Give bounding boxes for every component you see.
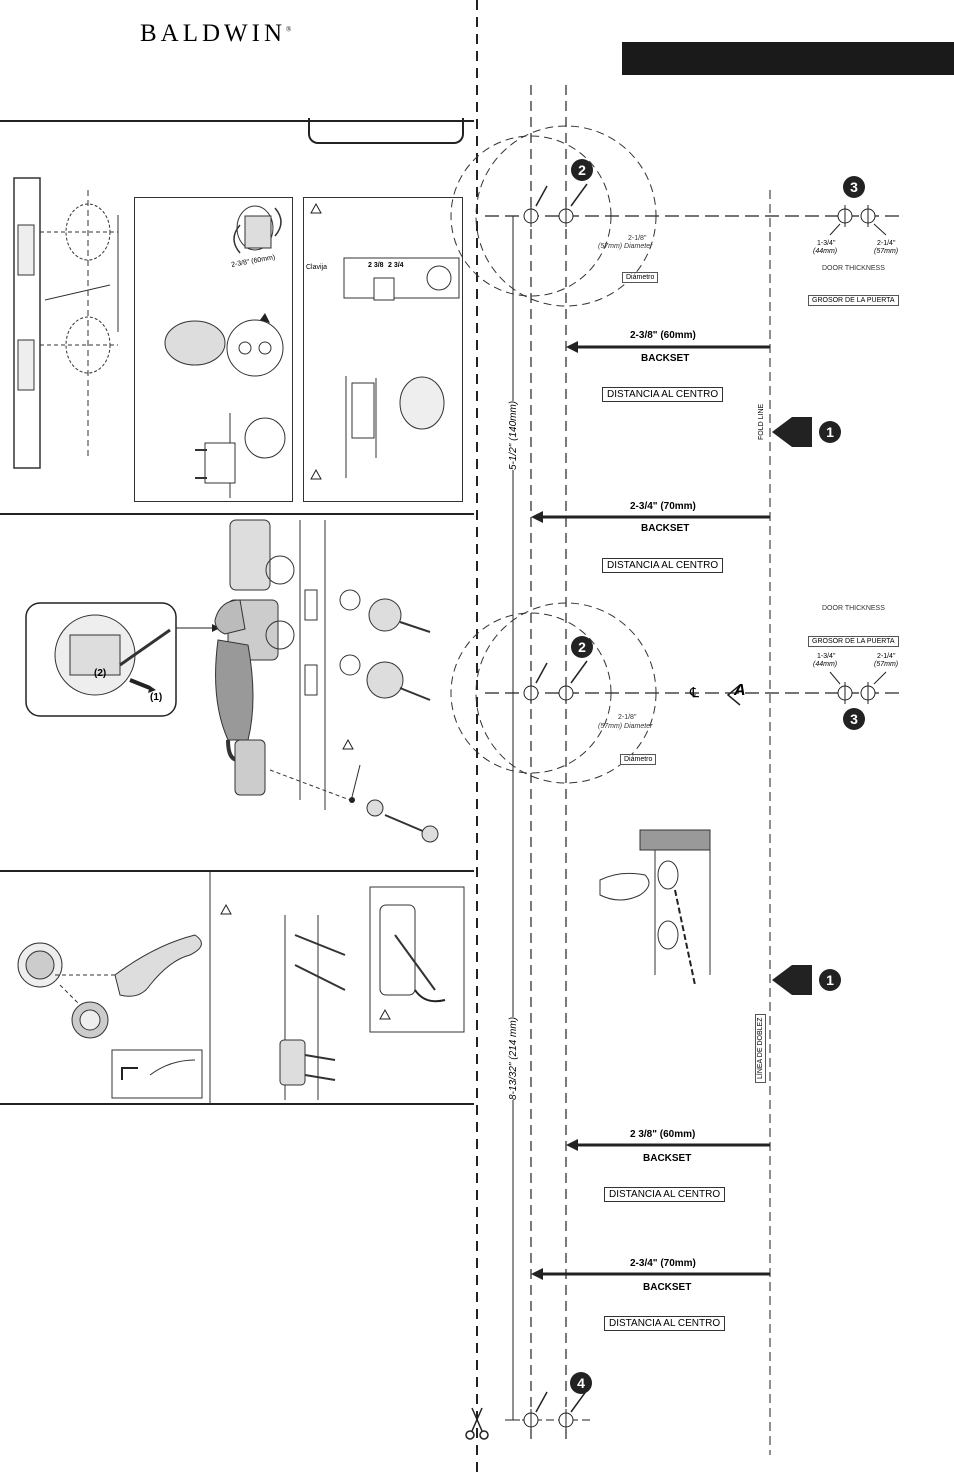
- door-thickness-label: DOOR THICKNESS: [822, 605, 885, 612]
- hole-dia-mm-label: (57mm) Diameter: [598, 243, 653, 250]
- thickness-a-label: 1-3/4": [817, 653, 836, 660]
- thickness-a-mm-label: (44mm): [813, 661, 838, 668]
- distancia-label: DISTANCIA AL CENTRO: [602, 558, 724, 573]
- backset-60-top: 2-3/8" (60mm): [630, 330, 696, 341]
- step-number-4: 4: [570, 1372, 592, 1394]
- diametro-label: Diámetro: [622, 272, 659, 283]
- dim-140-label: 5-1/2" (140mm): [508, 400, 519, 470]
- section-divider: [0, 1103, 474, 1105]
- hole-dia-mm-label: (57mm) Diameter: [598, 723, 653, 730]
- backset-option-a: 2 3/8: [368, 262, 384, 269]
- thickness-a-label: 1-3/4": [817, 240, 836, 247]
- step-number-1: 1: [819, 969, 841, 991]
- distancia-label: DISTANCIA AL CENTRO: [604, 1316, 726, 1331]
- distancia-label: DISTANCIA AL CENTRO: [602, 387, 724, 402]
- brand-logo: BALDWIN®: [140, 20, 292, 47]
- thickness-b-mm-label: (57mm): [874, 248, 899, 255]
- backset-60-bottom: 2 3/8" (60mm): [630, 1129, 696, 1140]
- section-tab: [308, 118, 464, 144]
- hole-dia-label: 2-1/8": [618, 714, 637, 721]
- thickness-b-label: 2-1/4": [877, 653, 896, 660]
- clavija-label: Clavija: [306, 264, 328, 271]
- latch-adjust-panel: 2-3/8" (60mm): [134, 197, 293, 502]
- centerline-mark: ℄: [690, 684, 699, 700]
- backset-70-top: 2-3/4" (70mm): [630, 501, 696, 512]
- linea-doblez-label: LÍNEA DE DOBLEZ: [755, 1013, 766, 1083]
- section-divider: [0, 513, 474, 515]
- section-divider: [0, 870, 474, 872]
- door-thickness-label: DOOR THICKNESS: [822, 265, 885, 272]
- hole-dia-label: 2-1/8": [628, 235, 647, 242]
- backset-label: BACKSET: [641, 523, 690, 534]
- section-divider: [0, 120, 474, 122]
- backset-option-b: 2 3/4: [388, 262, 404, 269]
- step-number-3: 3: [843, 176, 865, 198]
- diametro-label: Diámetro: [620, 754, 657, 765]
- thickness-b-mm-label: (57mm): [874, 661, 899, 668]
- grosor-label: GROSOR DE LA PUERTA: [808, 636, 899, 647]
- backset-select-panel: Clavija 2 3/8 2 3/4: [303, 197, 463, 502]
- marker-a: A: [734, 682, 746, 699]
- thickness-a-mm-label: (44mm): [813, 248, 838, 255]
- callout-step-2: (2): [94, 668, 107, 679]
- backset-label: BACKSET: [641, 353, 690, 364]
- backset-label: BACKSET: [643, 1282, 692, 1293]
- callout-step-1: (1): [150, 692, 163, 703]
- backset-label: BACKSET: [643, 1153, 692, 1164]
- backset-70-bottom: 2-3/4" (70mm): [630, 1258, 696, 1269]
- fold-line-label: FOLD LINE: [758, 403, 765, 440]
- step-number-1: 1: [819, 421, 841, 443]
- step-number-2: 2: [571, 159, 593, 181]
- step-number-3: 3: [843, 708, 865, 730]
- distancia-label: DISTANCIA AL CENTRO: [604, 1187, 726, 1202]
- header-bar: [622, 42, 954, 75]
- grosor-label: GROSOR DE LA PUERTA: [808, 295, 899, 306]
- thickness-b-label: 2-1/4": [877, 240, 896, 247]
- dim-214-label: 8-13/32" (214 mm): [508, 1016, 519, 1100]
- step-number-2: 2: [571, 636, 593, 658]
